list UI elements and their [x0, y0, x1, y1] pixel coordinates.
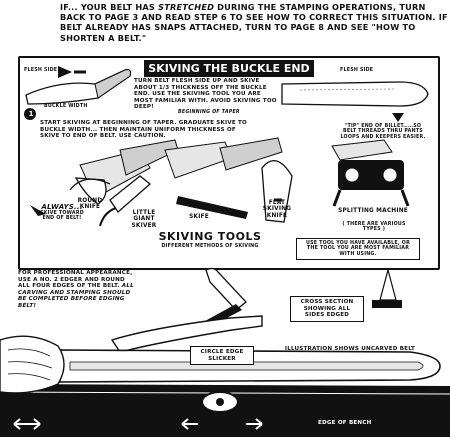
edging-illustration: [0, 267, 450, 437]
label-buckle-width: BUCKLE WIDTH: [44, 104, 88, 109]
intro-text-2: during the stamping operations, turn bac…: [60, 2, 448, 43]
slicker-label: CIRCLE EDGE SLICKER: [190, 346, 254, 366]
label-flat-knife: FLAT SKIVING KNIFE: [262, 200, 292, 219]
always-body: SKIVE TOWARD END OF BELT!: [40, 210, 84, 221]
step-number: 1: [28, 110, 34, 118]
always-note: ALWAYS... SKIVE TOWARD END OF BELT!: [36, 204, 88, 221]
edger-instructions: FOR PROFESSIONAL APPEARANCE, USE A No. 2…: [18, 270, 138, 310]
skiving-tools-row: [69, 137, 410, 227]
edger-emphasis: ALL CARVING AND STAMPING SHOULD BE COMPL…: [18, 283, 134, 309]
label-splitter-note: ( THERE ARE VARIOUS TYPES ): [342, 222, 406, 233]
belt-tip-illustration: [281, 81, 429, 122]
label-splitter: SPLITTING MACHINE: [338, 208, 408, 214]
label-flesh-side-right: FLESH SIDE: [340, 68, 374, 73]
start-skiving-text: START SKIVING AT BEGINNING OF TAPER. GRA…: [40, 120, 247, 140]
bench-label: EDGE OF BENCH: [318, 420, 372, 426]
step-number-badge: [24, 108, 36, 120]
step-one-text: TURN BELT FLESH SIDE UP AND SKIVE ABOUT …: [134, 78, 277, 111]
belt-buckle-end-illustration: [24, 66, 132, 120]
edger-text: FOR PROFESSIONAL APPEARANCE, USE A No. 2…: [18, 270, 133, 290]
panel-title: SKIVING THE BUCKLE END: [144, 60, 314, 77]
arrow-icon: [30, 205, 46, 216]
label-round-knife: ROUND KNIFE: [77, 198, 103, 211]
arrow-left-icon: [58, 66, 72, 78]
tools-title: SKIVING TOOLS: [158, 230, 262, 243]
tools-subtitle: DIFFERENT METHODS OF SKIVING: [161, 244, 259, 249]
intro-emphasis: stretched: [158, 2, 215, 12]
label-flesh-side-left: FLESH SIDE: [24, 68, 58, 73]
double-arrow-icon: [13, 418, 41, 430]
always-head: ALWAYS...: [41, 203, 83, 211]
label-tip-note: "TIP" END OF BILLET.....SO BELT THREADS …: [340, 124, 426, 140]
illustration-note: ILLUSTRATION SHOWS UNCARVED BELT: [284, 346, 416, 352]
intro-paragraph: If... your belt has stretched during the…: [60, 2, 448, 43]
label-gimp-skiver: LITTLE GIANT SKIVER: [131, 210, 157, 229]
label-beginning-of-taper: BEGINNING OF TAPER: [178, 110, 240, 115]
intro-text-1: If... your belt has: [60, 2, 159, 12]
use-tool-note: USE TOOL YOU HAVE AVAILABLE, OR THE TOOL…: [296, 238, 420, 261]
label-skife: SKIFE: [189, 214, 209, 220]
cross-section-label: CROSS SECTION SHOWING ALL SIDES EDGED: [290, 296, 364, 322]
